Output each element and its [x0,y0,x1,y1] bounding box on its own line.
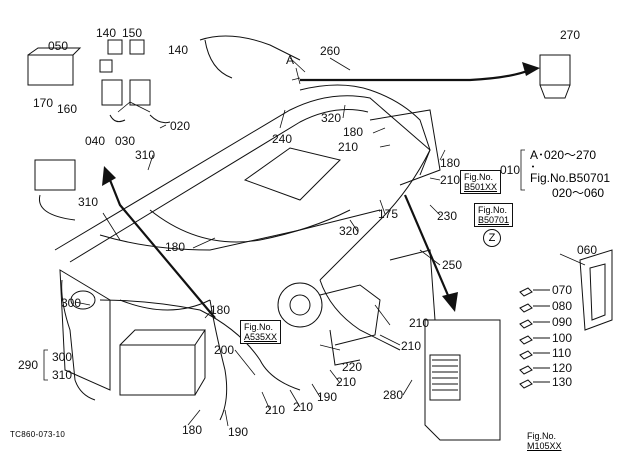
ref-m105-number: M105XX [527,441,562,451]
callout-090: 090 [552,315,573,329]
callout-230: 230 [437,209,458,223]
callout-270: 270 [560,28,581,42]
callout-175: 175 [378,207,399,221]
callout-210-f: 210 [293,400,314,414]
callout-180-c: 180 [165,240,186,254]
callout-300-top: 300 [61,296,82,310]
callout-080: 080 [552,299,573,313]
ref-b501-number: B501XX [464,182,498,192]
small-parts [519,287,533,389]
callout-150: 150 [122,26,143,40]
callout-190-b: 190 [228,425,249,439]
arrow-head-relay [522,62,540,76]
callout-180-d: 180 [210,303,231,317]
dash-plate [243,147,341,201]
callout-200: 200 [214,343,235,357]
box-060 [579,249,613,331]
callout-070: 070 [552,283,573,297]
callout-100: 100 [552,331,573,345]
callout-280: 280 [383,388,404,402]
ref-box-b50701: Fig.No. B50701 [474,203,514,227]
callout-210-c: 210 [409,316,430,330]
ref-box-m105xx: Fig.No. M105XX [524,430,565,452]
arrow-to-relay-270 [300,68,531,82]
callout-130: 130 [552,375,573,389]
arrow-to-panel [403,194,452,301]
note-line-2: ･ [530,160,537,174]
callout-180-b: 180 [440,156,461,170]
callout-030: 030 [115,134,136,148]
fuse-cover-050 [27,54,74,86]
callout-050: 050 [48,39,69,53]
callout-310-top: 310 [135,148,156,162]
note-label-010: 010 [500,163,521,177]
callout-040: 040 [85,134,106,148]
callout-180-e: 180 [182,423,203,437]
callout-310-left: 310 [78,195,99,209]
callout-160: 160 [57,102,78,116]
view-marker-a: A [286,53,295,67]
relay-270 [539,54,571,86]
callout-110: 110 [552,346,572,360]
callout-020: 020 [170,119,191,133]
arrow-head-panel [442,292,458,312]
callout-210-g: 210 [265,403,286,417]
battery-outline [119,344,196,396]
callout-260: 260 [320,44,341,58]
arrow-to-fuse-box [108,179,216,319]
callout-320-top: 320 [321,111,342,125]
callout-320-mid: 320 [339,224,360,238]
note-block: A･020～270 ･ Fig.No.B50701 020～060 [530,148,610,201]
callout-210-a: 210 [338,140,359,154]
ref-a535-number: A535XX [244,332,278,342]
note-line-4: 020～060 [552,186,605,200]
ref-box-b501xx: Fig.No. B501XX [460,170,502,194]
harness-main [299,84,431,281]
ref-b501-prefix: Fig.No. [464,172,494,182]
ref-a535-prefix: Fig.No. [244,322,274,332]
callout-180-a: 180 [343,125,364,139]
hood-outline [54,95,431,251]
ref-box-a535xx: Fig.No. A535XX [240,320,282,344]
callout-220: 220 [342,360,363,374]
callout-290: 290 [18,358,39,372]
callout-120: 120 [552,361,573,375]
callout-140-right: 140 [168,43,189,57]
callout-210-d: 210 [401,339,422,353]
callout-190-a: 190 [317,390,338,404]
fuse-box-170 [34,159,76,191]
figure-code: TC860-073-10 [10,430,66,439]
callout-310-group: 310 [52,368,73,382]
callout-240: 240 [272,132,293,146]
note-line-3: Fig.No.B50701 [530,171,611,185]
callout-210-e: 210 [336,375,357,389]
callout-060: 060 [577,243,598,257]
panel-outline [424,319,501,441]
callout-300-group: 300 [52,350,73,364]
connector-marker-z: Z [483,229,501,247]
note-line-1: A･020～270 [530,148,597,162]
callout-250: 250 [442,258,463,272]
ref-b507-prefix: Fig.No. [478,205,508,215]
callout-140-left: 140 [96,26,117,40]
grille-outline [59,269,111,391]
arrow-head-fuse [102,166,116,186]
alternator-outline [277,282,323,328]
callout-170: 170 [33,96,54,110]
callout-210-b: 210 [440,173,461,187]
ref-b507-number: B50701 [478,215,510,225]
ref-m105-prefix: Fig.No. [527,431,557,441]
